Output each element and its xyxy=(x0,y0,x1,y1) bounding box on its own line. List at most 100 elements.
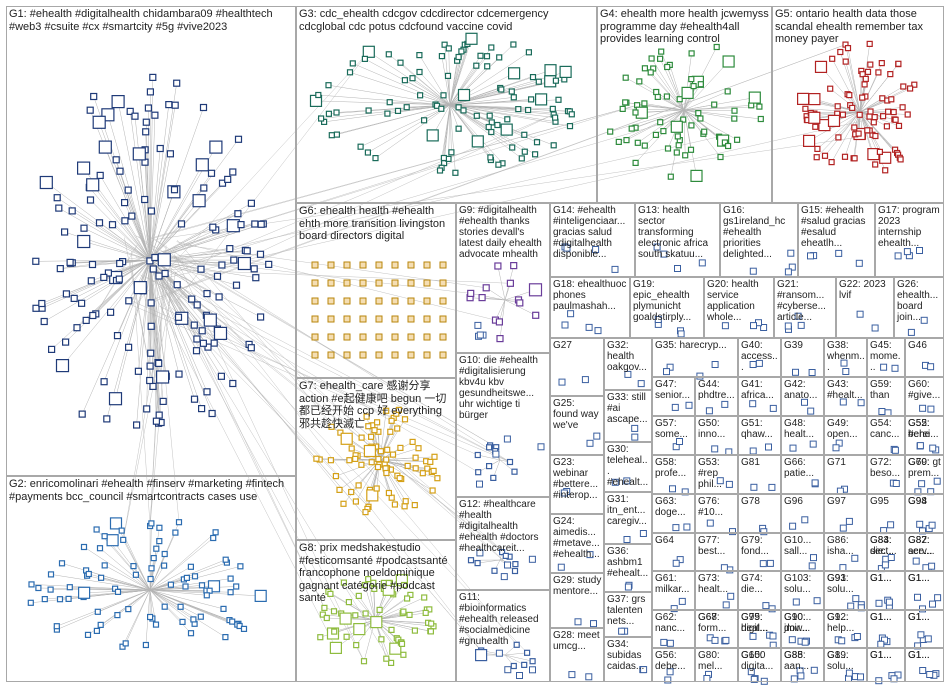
node xyxy=(731,107,738,114)
node xyxy=(55,204,63,212)
node xyxy=(229,379,237,388)
node xyxy=(116,167,124,175)
edge xyxy=(149,589,181,608)
edge xyxy=(122,589,151,647)
edge xyxy=(683,53,692,111)
group-box-g66: G66: patie... xyxy=(781,455,824,494)
node xyxy=(47,571,55,578)
group-box-g12: G12: #healthcare #health #digitalhealth … xyxy=(456,497,550,590)
edge xyxy=(477,559,501,564)
node xyxy=(53,194,61,202)
group-label-g53: G53: #rep phil... xyxy=(698,457,722,490)
node xyxy=(471,135,484,148)
node xyxy=(124,343,133,351)
edge xyxy=(805,108,861,113)
group-label-g24: G24: aimedis... #metave... #ehealth... xyxy=(553,516,600,560)
node xyxy=(849,104,856,112)
group-label-g102: G10... dow... xyxy=(784,612,812,634)
node xyxy=(325,82,332,89)
node xyxy=(119,643,126,650)
node xyxy=(483,53,491,60)
node xyxy=(149,265,157,273)
group-label-g1x9: G1... xyxy=(827,612,849,623)
node xyxy=(878,59,885,67)
edge xyxy=(125,589,151,644)
node xyxy=(192,347,201,355)
edge xyxy=(374,612,426,621)
group-label-g68: G68 xyxy=(698,612,717,623)
node xyxy=(233,583,240,590)
edge xyxy=(162,273,340,491)
node xyxy=(318,115,325,122)
edge xyxy=(449,87,501,106)
node xyxy=(106,308,115,316)
edge xyxy=(683,105,752,111)
node xyxy=(188,295,196,303)
group-box-g63: G63: doge... xyxy=(652,494,695,533)
node xyxy=(641,100,648,107)
node xyxy=(203,388,211,396)
node xyxy=(142,118,150,126)
group-label-g101: G10... sall... xyxy=(784,535,812,557)
node xyxy=(701,128,708,135)
node xyxy=(473,112,480,119)
group-box-g15: G15: #ehealth #salud gracias #esalud ehe… xyxy=(798,203,875,277)
group-box-g35: G35: harecryp... xyxy=(652,338,738,377)
group-box-g72: G72: beso... xyxy=(867,455,905,494)
edge xyxy=(374,619,432,624)
edge xyxy=(149,200,200,261)
edge xyxy=(315,100,451,106)
group-box-g42: G42: anato... xyxy=(781,377,824,416)
edge xyxy=(375,104,451,159)
edge xyxy=(149,105,176,261)
node xyxy=(870,119,877,126)
edge xyxy=(663,109,685,132)
node xyxy=(808,111,821,124)
node xyxy=(27,599,34,606)
node xyxy=(247,344,255,352)
edge xyxy=(449,104,513,148)
node xyxy=(518,155,525,162)
group-box-g32: G32: health oakgov... xyxy=(604,338,652,390)
node xyxy=(187,630,195,637)
edge xyxy=(660,109,685,123)
group-box-g87: G87: serv... xyxy=(905,533,944,571)
node xyxy=(829,55,836,62)
node xyxy=(879,151,892,164)
group-label-g29: G29: study mentore... xyxy=(553,575,602,597)
group-label-g14: G14: #ehealth #inteligenciaar... gracias… xyxy=(553,205,626,260)
node xyxy=(549,105,556,113)
group-box-g96: G96 xyxy=(781,494,824,533)
edge xyxy=(140,274,511,463)
node xyxy=(535,78,542,85)
edge xyxy=(149,589,224,610)
node xyxy=(872,161,879,168)
group-box-g43: G43: #healt... xyxy=(824,377,867,416)
edge xyxy=(149,259,213,414)
edge xyxy=(60,259,151,269)
node xyxy=(204,343,212,351)
group-label-g103: G103: solu... xyxy=(784,573,812,595)
node xyxy=(151,253,159,262)
node xyxy=(192,194,206,208)
node xyxy=(38,299,46,308)
group-box-g97: G97 xyxy=(824,494,867,533)
node xyxy=(445,45,452,52)
group-label-g87: G87: serv... xyxy=(908,535,935,557)
group-box-g58: G58: profe... xyxy=(652,455,695,494)
node xyxy=(796,92,810,106)
group-label-g57: G57: some... xyxy=(655,418,688,440)
node xyxy=(190,616,197,623)
node xyxy=(675,142,682,149)
edge xyxy=(449,89,502,106)
group-label-g36: G36: ashbm1 #ehealt... xyxy=(607,546,649,579)
node xyxy=(834,103,841,110)
node xyxy=(73,324,81,332)
group-label-g49: G49: open... xyxy=(827,418,858,440)
edge xyxy=(635,109,685,164)
node xyxy=(106,534,119,547)
node xyxy=(125,297,133,305)
node xyxy=(653,88,660,96)
node xyxy=(218,179,227,187)
